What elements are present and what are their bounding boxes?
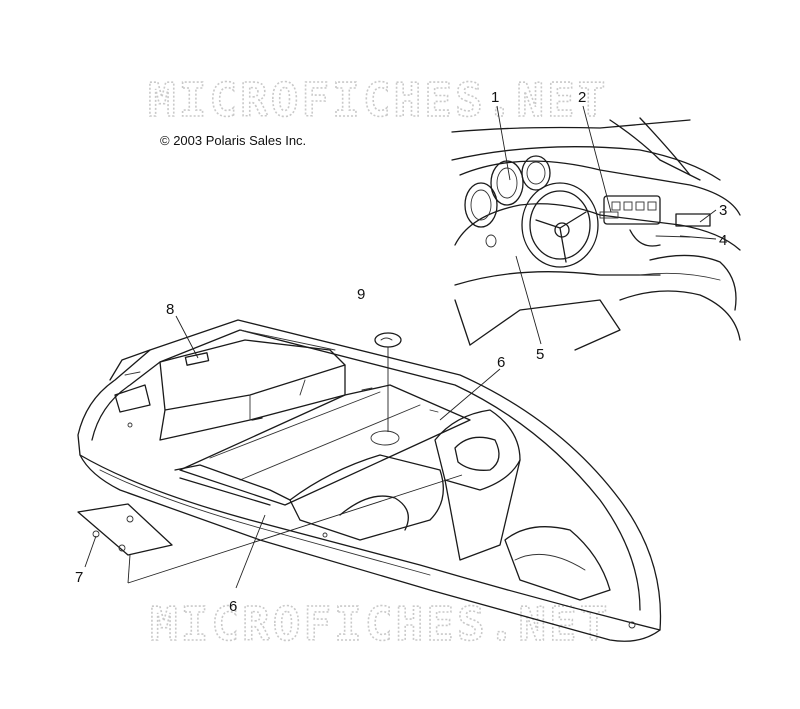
callout-4: 4 (719, 232, 727, 249)
dashboard-inset (451, 117, 741, 351)
watermark-bottom: MICROFICHES.NET (150, 597, 610, 651)
callout-6-upper: 6 (497, 354, 505, 371)
callout-3: 3 (719, 202, 727, 219)
callout-9: 9 (357, 286, 365, 303)
callout-2: 2 (578, 89, 586, 106)
callout-1: 1 (491, 89, 499, 106)
callout-labels: 1 2 3 4 5 6 6 7 8 9 (75, 89, 727, 615)
callout-6-lower: 6 (229, 598, 237, 615)
copyright-text: © 2003 Polaris Sales Inc. (160, 133, 306, 148)
leader-lines (84, 105, 717, 589)
watermark-top: MICROFICHES.NET (148, 73, 608, 127)
callout-7: 7 (75, 569, 83, 586)
callout-8: 8 (166, 301, 174, 318)
callout-5: 5 (536, 346, 544, 363)
boat-hull (77, 319, 662, 642)
